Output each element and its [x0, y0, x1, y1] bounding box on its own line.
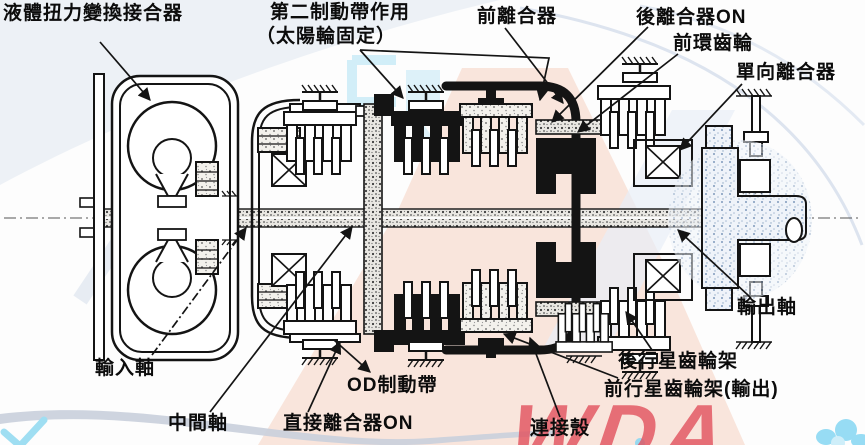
label-od-band: OD制動帶 [347, 375, 438, 396]
label-rear-planet-carrier: 後行星齒輪架 [618, 351, 739, 372]
label-torque-converter: 液體扭力變換接合器 [3, 3, 184, 24]
label-front-ring-gear: 前環齒輪 [673, 33, 754, 54]
blue-blob-watermark [635, 419, 865, 445]
label-input-shaft: 輸入軸 [95, 358, 156, 379]
label-intermediate-shaft: 中間軸 [168, 413, 229, 434]
label-rear-clutch: 後離合器ON [636, 7, 747, 28]
rear-clutch-pack [536, 138, 596, 194]
output-assembly [668, 125, 812, 311]
one-way-clutch-box [645, 145, 681, 179]
connecting-shell [441, 81, 581, 355]
label-front-clutch: 前離合器 [477, 6, 558, 27]
leader-lines [99, 26, 751, 418]
label-direct-clutch: 直接離合器ON [283, 413, 414, 434]
cyan-check-watermark [0, 416, 48, 445]
label-front-planet-carrier: 前行星齒輪架(輸出) [604, 379, 779, 400]
label-second-band-line2: （太陽輪固定） [256, 26, 397, 47]
front-clutch-section [441, 81, 581, 355]
grey-swoosh [0, 410, 562, 445]
output-shaft-hole [785, 217, 803, 243]
rear-section [535, 85, 693, 364]
od-section [250, 98, 383, 343]
label-second-band-line1: 第二制動帶作用 [270, 2, 411, 23]
connecting-drum [363, 103, 383, 335]
label-connecting-shell: 連接殼 [530, 418, 591, 439]
torque-converter [79, 73, 240, 362]
direct-clutch-section [374, 88, 504, 358]
label-output-shaft: 輸出軸 [737, 297, 798, 318]
label-one-way-clutch: 單向離合器 [736, 62, 837, 83]
wda-logo-watermark: WDA [504, 387, 736, 445]
